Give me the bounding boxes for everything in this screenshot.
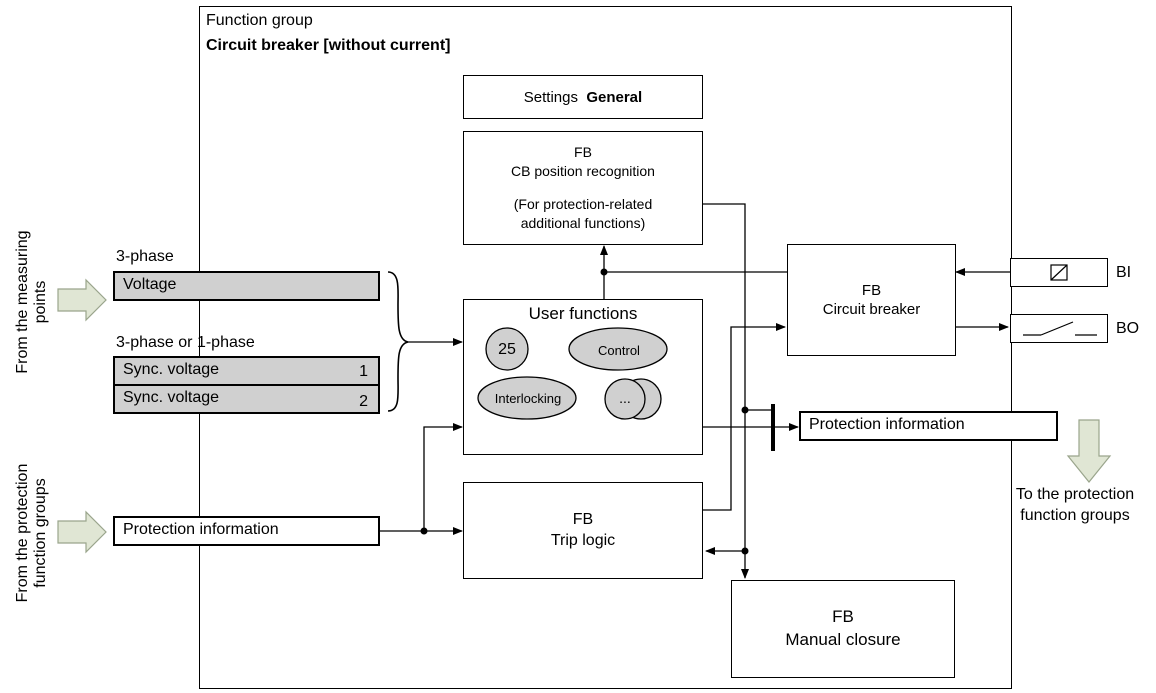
- function-25-icon: [485, 327, 529, 371]
- circuit-breaker-title: Circuit breaker: [822, 301, 921, 318]
- function-group-label: Function group: [206, 12, 313, 29]
- circuit-breaker-fb: FB: [861, 281, 882, 299]
- interlocking-label[interactable]: Interlocking: [494, 390, 562, 406]
- to-protection-groups-label: To the protection function groups: [1015, 486, 1135, 524]
- bo-label: BO: [1116, 320, 1140, 337]
- bi-label: BI: [1116, 264, 1132, 281]
- manual-closure-title: Manual closure: [785, 630, 901, 649]
- circuit-breaker-box[interactable]: FB Circuit breaker: [787, 244, 956, 356]
- cb-position-note2: additional functions): [520, 214, 646, 231]
- user-functions-title: User functions: [528, 304, 638, 323]
- sync-voltage-1-number: 1: [359, 363, 368, 380]
- cb-position-recognition-box[interactable]: FB CB position recognition (For protecti…: [463, 131, 703, 245]
- to-groups-arrow-icon: [1066, 419, 1112, 483]
- manual-closure-fb: FB: [832, 607, 854, 627]
- sync-voltage-2-number: 2: [359, 393, 368, 410]
- cb-position-note1: (For protection-related: [513, 196, 653, 212]
- settings-general-box[interactable]: Settings General: [463, 75, 703, 119]
- function-25-label[interactable]: 25: [498, 341, 516, 358]
- protection-arrow-icon: [57, 510, 107, 554]
- settings-bold: General: [586, 88, 643, 106]
- function-group-name: Circuit breaker [without current]: [206, 37, 451, 54]
- voltage-input[interactable]: Voltage: [113, 271, 380, 301]
- binary-output-box[interactable]: [1010, 314, 1108, 343]
- function-group-frame: [199, 6, 1012, 689]
- binary-input-icon: [1050, 264, 1068, 281]
- trip-logic-title: Trip logic: [550, 531, 616, 549]
- protection-info-output-label: Protection information: [809, 416, 965, 433]
- protection-info-input[interactable]: Protection information: [113, 516, 380, 546]
- measuring-arrow-icon: [57, 278, 107, 322]
- sync-voltage-2-label: Sync. voltage: [123, 389, 220, 406]
- binary-input-box[interactable]: [1010, 258, 1108, 287]
- voltage-label: Voltage: [123, 276, 177, 293]
- settings-prefix: Settings: [523, 88, 578, 106]
- manual-closure-box[interactable]: FB Manual closure: [731, 580, 955, 678]
- user-functions-shapes: [477, 327, 668, 420]
- three-or-one-phase-label: 3-phase or 1-phase: [116, 334, 255, 351]
- from-protection-groups-label: From the protection function groups: [14, 463, 50, 603]
- more-functions-icon: [604, 378, 646, 420]
- trip-logic-fb: FB: [572, 510, 594, 528]
- cb-position-title: CB position recognition: [511, 163, 655, 180]
- user-functions-box[interactable]: User functions: [463, 299, 703, 455]
- binary-output-icon: [1023, 321, 1097, 336]
- more-functions-label[interactable]: ...: [619, 390, 631, 406]
- interlocking-ellipse: [477, 376, 577, 420]
- control-ellipse: [568, 327, 668, 371]
- sync-voltage-1-input[interactable]: Sync. voltage 1: [113, 356, 380, 386]
- three-phase-label: 3-phase: [116, 248, 174, 265]
- from-measuring-points-label: From the measuring points: [14, 230, 50, 374]
- sync-voltage-2-input[interactable]: Sync. voltage 2: [113, 384, 380, 414]
- protection-info-output[interactable]: Protection information: [799, 411, 1058, 441]
- trip-logic-box[interactable]: FB Trip logic: [463, 482, 703, 579]
- control-label[interactable]: Control: [598, 342, 640, 358]
- cb-position-fb: FB: [574, 144, 592, 161]
- sync-voltage-1-label: Sync. voltage: [123, 361, 220, 378]
- protection-info-input-label: Protection information: [123, 521, 279, 538]
